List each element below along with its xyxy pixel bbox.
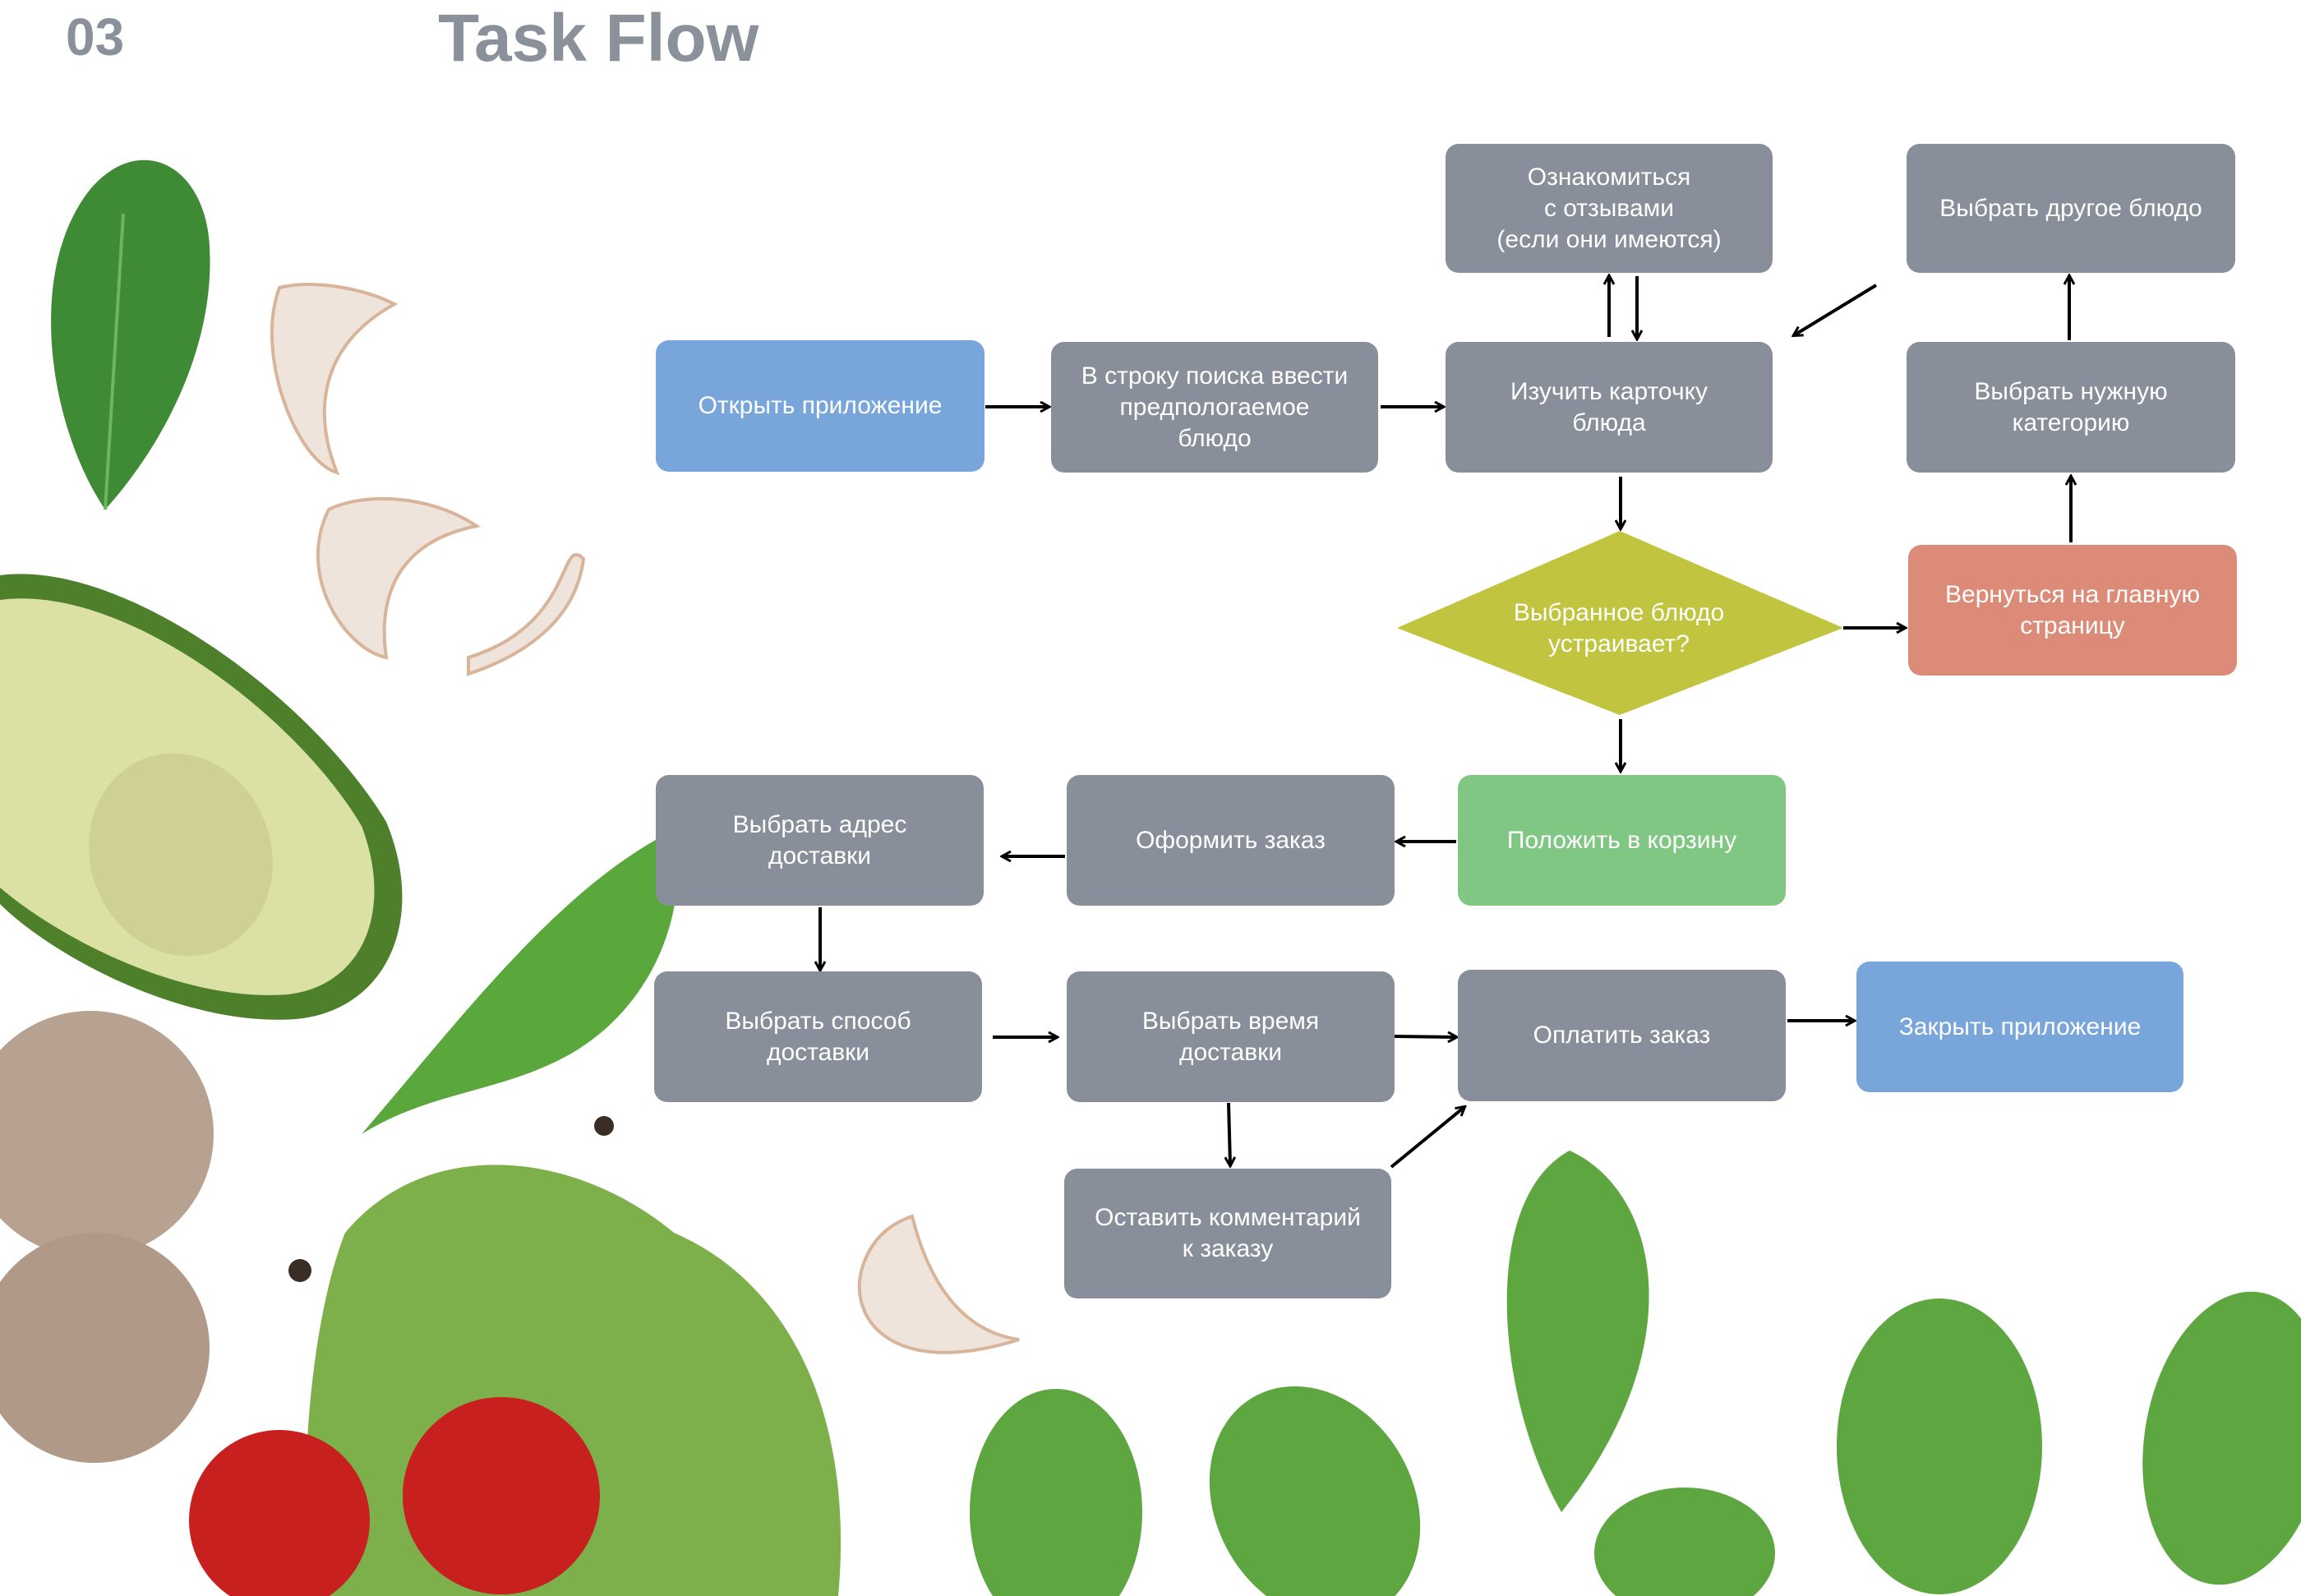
node-return-home[interactable]: Вернуться на главную страницу — [1908, 545, 2237, 676]
decision-label: Выбранное блюдо устраивает? — [1513, 599, 1725, 657]
node-other-dish[interactable]: Выбрать другое блюдо — [1907, 144, 2235, 273]
peppercorn-icon — [288, 1116, 614, 1282]
arrow-other-to-card — [1794, 284, 1878, 335]
node-study-card[interactable]: Изучить карточку блюда — [1446, 342, 1773, 473]
page-title: Task Flow — [438, 1, 759, 76]
section-number: 03 — [66, 7, 125, 67]
node-close-app[interactable]: Закрыть приложение — [1856, 962, 2183, 1092]
arrow-time-to-pay — [1394, 1036, 1456, 1037]
node-open-app[interactable]: Открыть приложение — [656, 340, 984, 472]
node-delivery-time[interactable]: Выбрать время доставки — [1067, 971, 1395, 1102]
node-comment[interactable]: Оставить комментарий к заказу — [1064, 1169, 1391, 1298]
arrow-comment-to-pay — [1390, 1107, 1464, 1169]
arrow-time-to-comment — [1229, 1102, 1230, 1165]
node-add-cart[interactable]: Положить в корзину — [1458, 775, 1786, 906]
node-delivery-method[interactable]: Выбрать способ доставки — [654, 971, 982, 1102]
cherry-tomato-icon — [189, 1397, 600, 1596]
garlic-clove-icon — [270, 283, 1020, 1354]
spinach-leaf-icon — [51, 159, 210, 510]
node-address[interactable]: Выбрать адрес доставки — [656, 775, 984, 906]
spinach-leaf-icon — [970, 1151, 2301, 1596]
node-search[interactable]: В строку поиска ввести предпологаемое бл… — [1051, 342, 1378, 473]
node-pay[interactable]: Оплатить заказ — [1458, 970, 1786, 1101]
node-category[interactable]: Выбрать нужную категорию — [1907, 342, 2235, 473]
node-checkout[interactable]: Оформить заказ — [1067, 775, 1395, 906]
spinach-leaf-icon — [362, 830, 678, 1134]
avocado-half-icon — [0, 574, 403, 1020]
node-reviews[interactable]: Ознакомиться с отзывами (если они имеютс… — [1446, 144, 1773, 273]
mushroom-icon — [0, 1011, 214, 1463]
